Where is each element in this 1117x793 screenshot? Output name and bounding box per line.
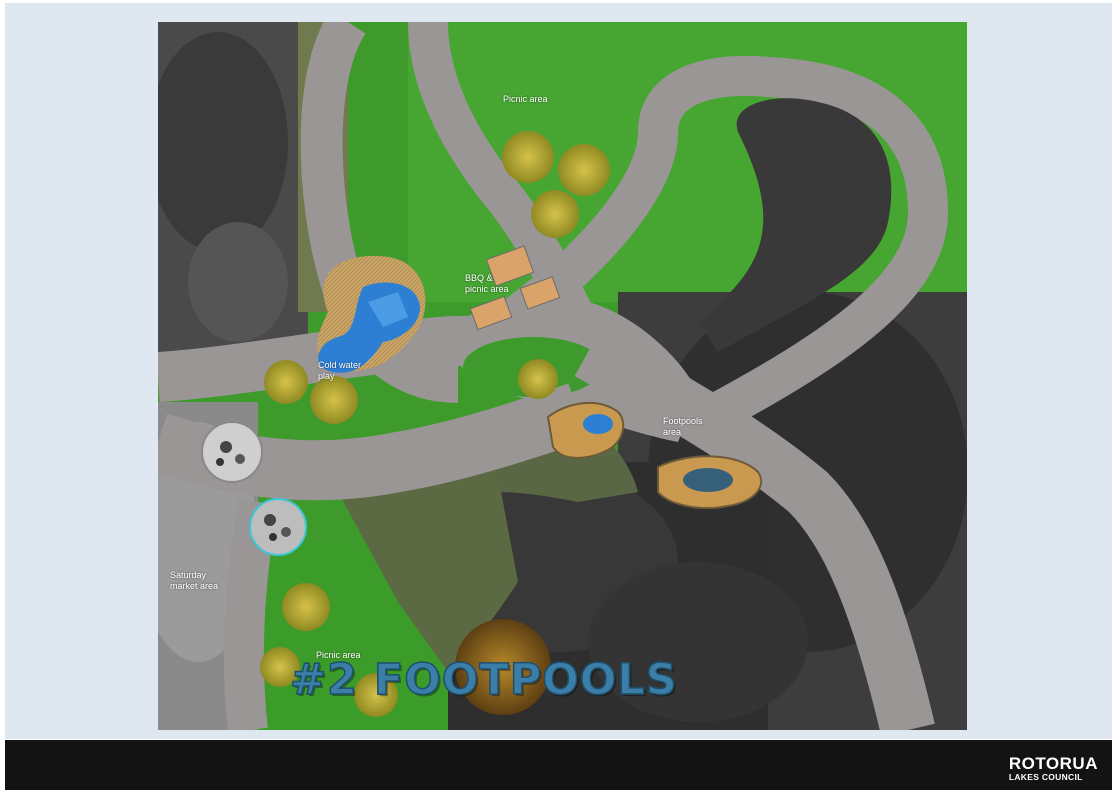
label-cold-water-play: Cold water play (318, 360, 362, 381)
tree (260, 647, 300, 687)
large-tree (455, 619, 551, 715)
rock-feature (249, 498, 307, 556)
tree (282, 583, 330, 631)
label-bbq-picnic-area: BBQ & picnic area (465, 273, 509, 294)
footer-bar: ROTORUA LAKES COUNCIL (5, 740, 1112, 790)
loop-path (488, 55, 949, 432)
site-plan-map: Picnic area BBQ & picnic area Cold water… (158, 22, 967, 730)
bbq-pad (519, 276, 561, 310)
logo-line2: LAKES COUNCIL (1008, 772, 1083, 782)
label-picnic-area-bottom: Picnic area (316, 650, 361, 660)
label-picnic-area-top: Picnic area (503, 94, 548, 104)
label-footpools-area: Footpools area (663, 416, 703, 437)
tree (264, 360, 308, 404)
bbq-pad (485, 245, 535, 287)
logo-line1: ROTORUA (1008, 754, 1098, 773)
tree (502, 131, 554, 183)
plan-title: #2 FOOTPOOLS (289, 654, 678, 706)
bbq-pad (469, 295, 513, 331)
tree (310, 376, 358, 424)
rock-feature (201, 421, 263, 483)
label-saturday-market-area: Saturday market area (170, 570, 219, 591)
tree (354, 673, 398, 717)
tree (531, 190, 579, 238)
tree (518, 359, 558, 399)
site-plan-drawing (158, 22, 967, 730)
tree (558, 144, 610, 196)
council-logo: ROTORUA LAKES COUNCIL (1009, 755, 1098, 782)
